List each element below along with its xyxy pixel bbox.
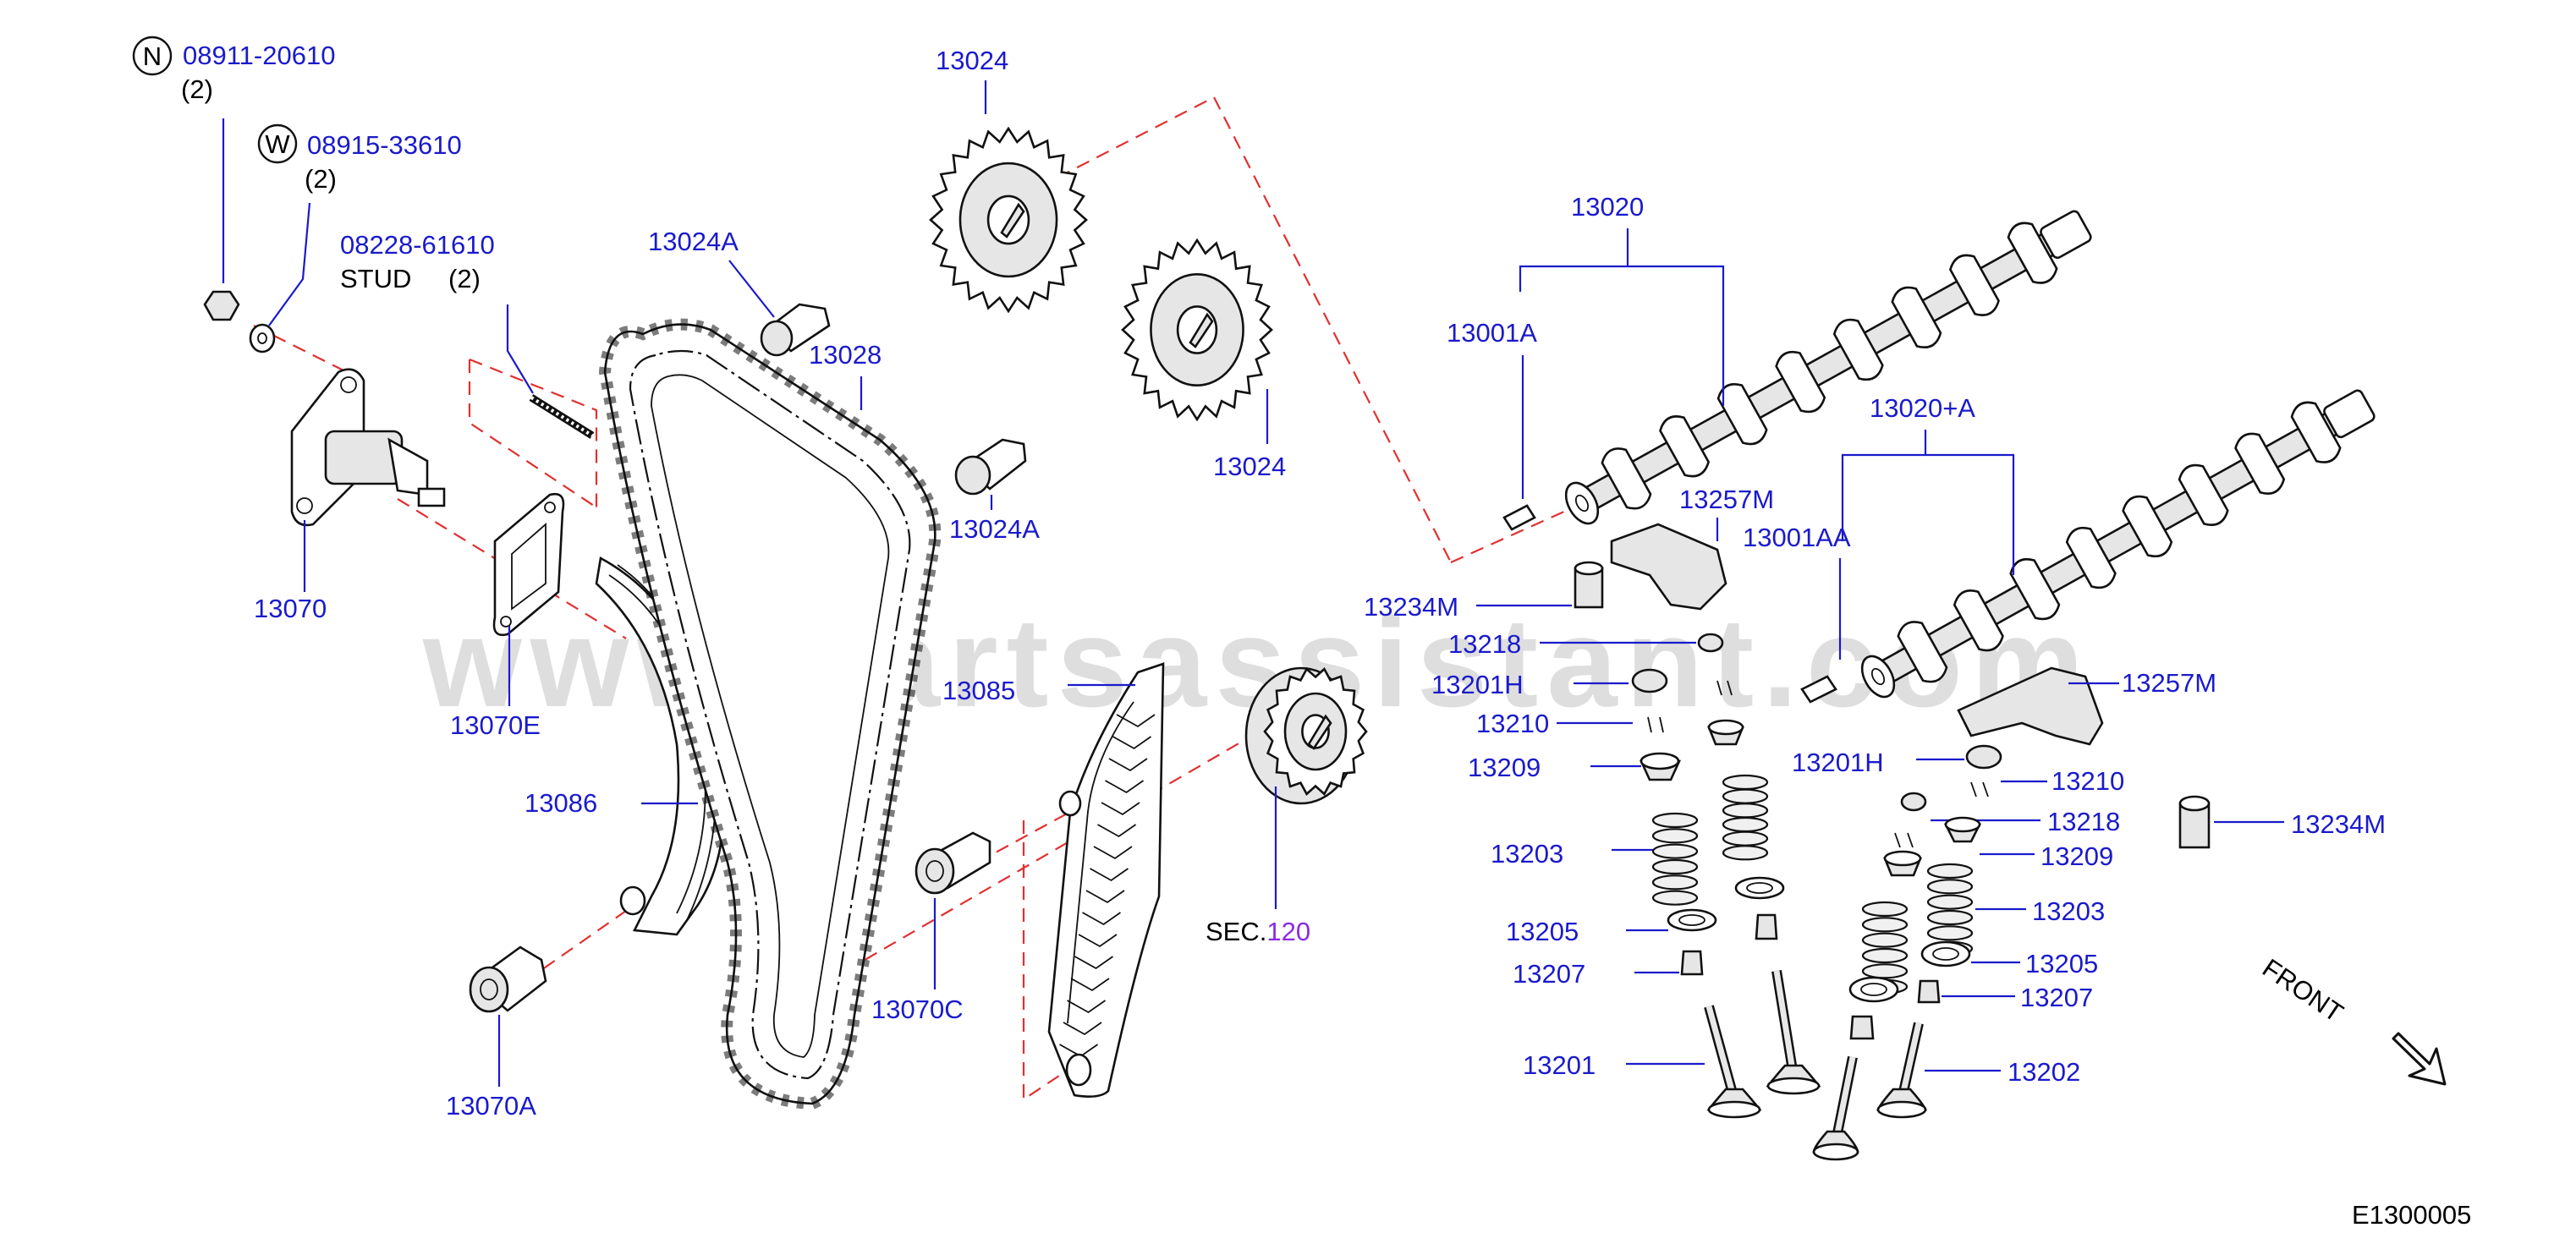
label-13024-mid: 13024	[1213, 452, 1286, 481]
nut-08911-20610: N 08911-20610 (2)	[132, 36, 335, 321]
label-13070: 13070	[254, 594, 327, 623]
crankshaft-sprocket-sec-120: SEC.120	[1206, 666, 1368, 946]
label-13207-left: 13207	[1513, 959, 1585, 989]
label-13210-right: 13210	[2051, 766, 2124, 796]
nut-icon	[203, 290, 240, 321]
lash-adjuster-13234M-left: 13234M	[1364, 561, 1604, 622]
label-13028: 13028	[809, 340, 882, 370]
stud-name: STUD	[340, 264, 411, 293]
label-13001A: 13001A	[1447, 318, 1537, 348]
stud-icon	[529, 394, 595, 439]
washer-badge	[257, 123, 298, 164]
washer-icon	[249, 323, 276, 353]
valve-parts-right: 13201H 13210 13218 13209 13203 13205 132…	[1792, 744, 2124, 1161]
label-13218-left: 13218	[1448, 629, 1521, 659]
chain-tensioner-13070: 13070	[254, 368, 446, 623]
label-13070C: 13070C	[871, 995, 964, 1024]
label-13024-top: 13024	[936, 46, 1008, 75]
sprocket-bolt-13024A-top: 13024A	[648, 227, 831, 357]
rocker-arm-13257M-top: 13257M	[1610, 485, 1774, 611]
label-13201H-right: 13201H	[1792, 748, 1884, 777]
nut-badge-letter: N	[143, 41, 162, 71]
label-13001AA: 13001AA	[1743, 523, 1851, 552]
label-13234M-right: 13234M	[2291, 809, 2386, 839]
label-13209-right: 13209	[2040, 841, 2113, 871]
stud-part-number: 08228-61610	[340, 230, 495, 260]
washer-08915-33610: W (2) 08915-33610 (2)	[249, 123, 462, 353]
label-13024A-mid: 13024A	[949, 514, 1040, 544]
washer-quantity: (2)	[305, 164, 337, 194]
stud-quantity: (2)	[448, 264, 481, 293]
label-13205-left: 13205	[1506, 917, 1579, 946]
front-arrow-icon	[2392, 1032, 2447, 1086]
label-13203-left: 13203	[1491, 839, 1563, 869]
label-13020: 13020	[1571, 192, 1644, 222]
label-13218-right: 13218	[2047, 807, 2120, 836]
nut-part-number: 08911-20610	[183, 41, 335, 70]
label-13210-left: 13210	[1476, 709, 1549, 738]
front-label: FRONT	[2257, 953, 2348, 1028]
label-13201: 13201	[1523, 1050, 1596, 1080]
timing-chain-13028: 13028	[598, 318, 942, 1110]
sprocket-bolt-13024A-mid: 13024A	[949, 438, 1040, 544]
label-13202: 13202	[2008, 1057, 2080, 1087]
label-13257M-top: 13257M	[1679, 485, 1774, 514]
guide-bolt-13070A: 13070A	[446, 945, 547, 1121]
label-13201H-left: 13201H	[1431, 670, 1524, 699]
label-13086: 13086	[525, 788, 597, 818]
sec-prefix: SEC.120	[1206, 917, 1310, 946]
rocker-arm-13257M-right: 13257M	[1957, 666, 2216, 746]
camshaft-sprocket-13024-top: 13024	[929, 46, 1088, 314]
label-13070A: 13070A	[446, 1091, 536, 1121]
valve-parts-left: 13218 13201H 13210 13209 13203 13205 132…	[1431, 629, 1821, 1119]
chain-tension-guide-13085: 13085	[942, 662, 1165, 1098]
diagram-code: E1300005	[2352, 1200, 2471, 1230]
stud-08228-61610: 08228-61610 STUD (2)	[340, 230, 595, 439]
camshaft-sprocket-13024-mid: 13024	[1121, 238, 1286, 481]
lash-adjuster-13234M-right: 13234M	[2178, 795, 2386, 849]
front-direction-indicator: FRONT	[2257, 953, 2447, 1086]
label-13085: 13085	[942, 676, 1015, 705]
tensioner-gasket-13070E: 13070E	[450, 492, 565, 740]
label-13070E: 13070E	[450, 710, 541, 740]
label-13234M-left: 13234M	[1364, 592, 1458, 622]
label-13207-right: 13207	[2020, 983, 2093, 1012]
camshaft-13020: 13020	[1519, 192, 2092, 525]
nut-quantity: (2)	[181, 74, 213, 104]
label-13203-right: 13203	[2032, 896, 2105, 926]
washer-badge-letter: W	[265, 129, 290, 159]
dowel-pin-13001A: 13001A	[1447, 318, 1537, 531]
camshaft-13020-plus-a: 13020+A	[1841, 389, 2376, 699]
dowel-pin-13001AA: 13001AA	[1743, 523, 1851, 704]
label-13209-left: 13209	[1468, 753, 1541, 782]
label-13257M-right: 13257M	[2122, 668, 2216, 698]
guide-bolt-13070C: 13070C	[871, 831, 991, 1024]
label-13024A-top: 13024A	[648, 227, 739, 256]
nut-badge	[132, 36, 173, 76]
washer-part: 08915-33610	[307, 130, 462, 160]
label-13205-right: 13205	[2025, 949, 2098, 978]
label-13020plusA: 13020+A	[1870, 393, 1975, 423]
